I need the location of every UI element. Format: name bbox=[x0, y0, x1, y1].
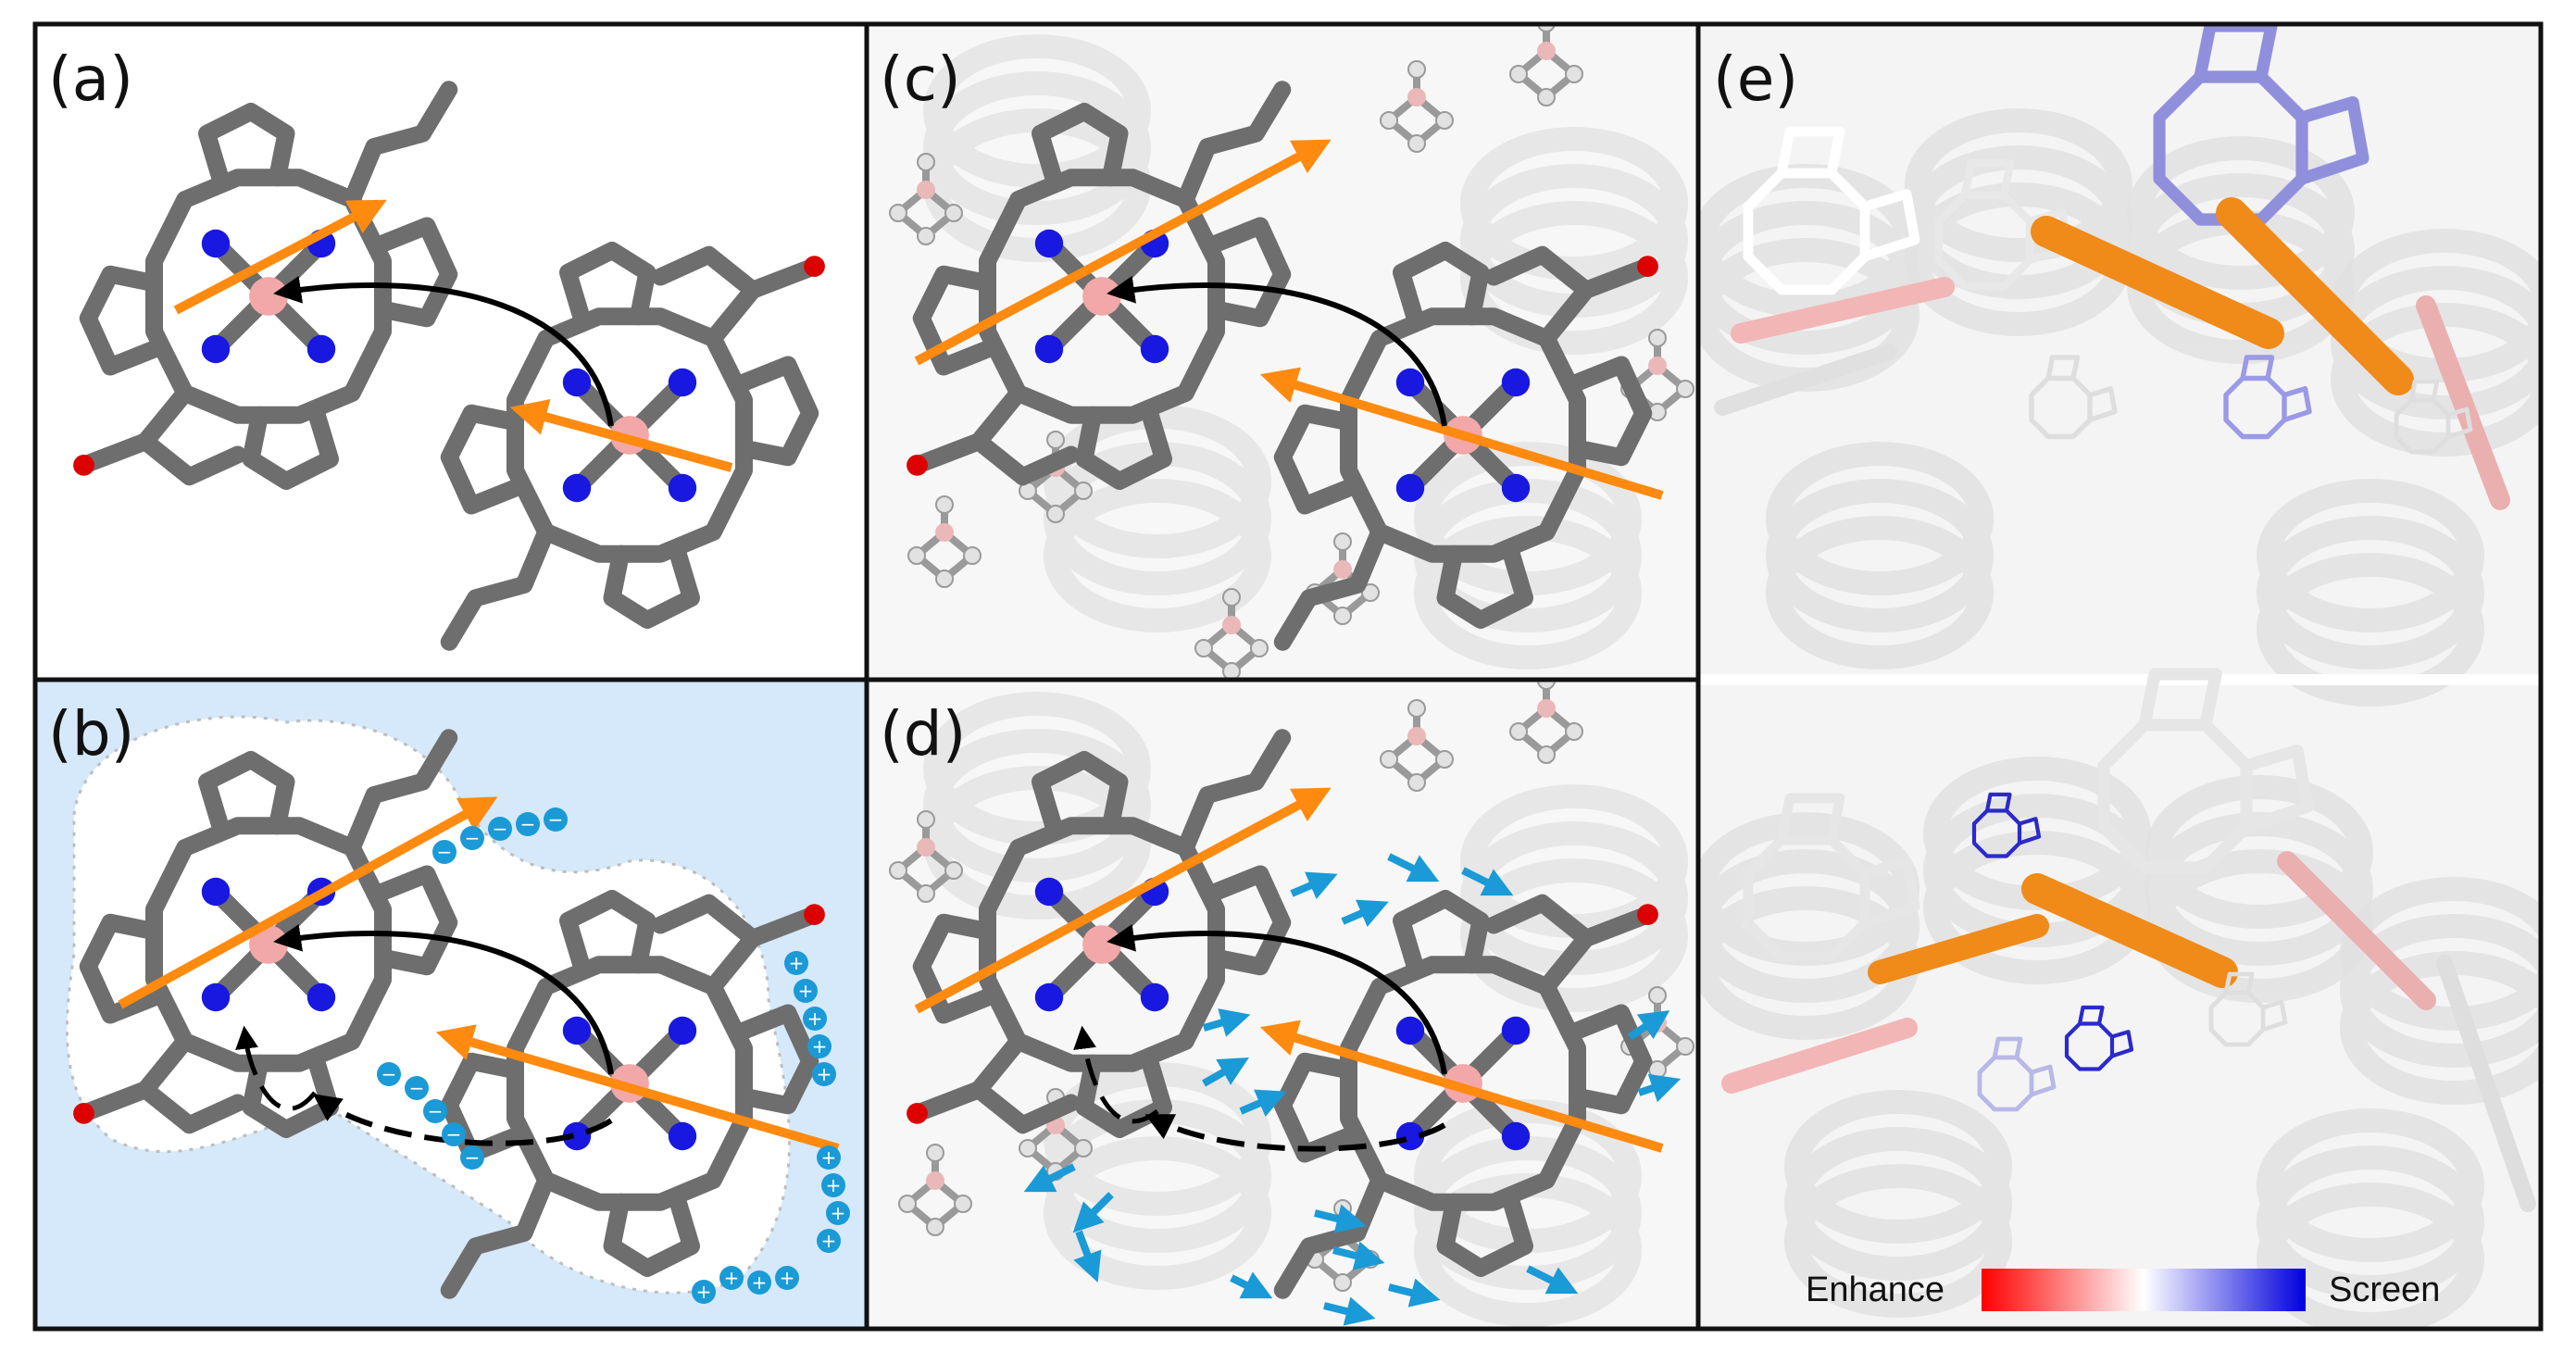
induced-dipole-arrow bbox=[1627, 1010, 1670, 1041]
panel-b: −−−−−−−−−−+++++++++++++ bbox=[35, 680, 867, 1329]
charge-sign: − bbox=[465, 827, 481, 849]
induced-dipole-arrow bbox=[1202, 1008, 1251, 1037]
charge-bead bbox=[488, 817, 512, 841]
charge-bead bbox=[747, 1270, 771, 1295]
induced-dipole-arrow bbox=[1072, 1192, 1114, 1233]
charge-sign: − bbox=[520, 813, 536, 835]
charge-sign: + bbox=[821, 1146, 837, 1169]
induced-dipole-arrow bbox=[1637, 1073, 1682, 1103]
induced-dipole-arrow bbox=[1341, 899, 1389, 928]
charge-sign: + bbox=[831, 1202, 846, 1224]
charge-sign: − bbox=[409, 1077, 425, 1099]
panel-a bbox=[35, 24, 867, 680]
induced-dipole-arrow bbox=[1023, 1163, 1076, 1193]
legend-gradient-bar bbox=[1982, 1269, 2306, 1311]
charge-bead bbox=[405, 1076, 429, 1100]
charge-bead bbox=[544, 807, 568, 832]
panel-label-c: (c) bbox=[880, 44, 961, 115]
charge-sign: − bbox=[381, 1063, 397, 1085]
induced-dipole-arrow bbox=[1230, 1271, 1273, 1299]
charge-sign: − bbox=[465, 1146, 481, 1169]
charge-bead bbox=[432, 840, 456, 864]
charge-sign: − bbox=[428, 1100, 444, 1122]
charge-bead bbox=[442, 1122, 466, 1146]
charge-sign: + bbox=[724, 1267, 740, 1289]
charge-bead bbox=[516, 812, 540, 836]
legend-enhance-label: Enhance bbox=[1806, 1270, 1945, 1309]
charge-sign: + bbox=[789, 952, 805, 974]
legend-screen-label: Screen bbox=[2329, 1270, 2440, 1309]
induced-dipole-arrow bbox=[1073, 1230, 1102, 1283]
charge-bead bbox=[817, 1145, 841, 1170]
charge-bead bbox=[821, 1173, 845, 1197]
charge-bead bbox=[826, 1201, 850, 1225]
charge-sign: − bbox=[493, 818, 508, 840]
charge-sign: + bbox=[817, 1063, 832, 1085]
induced-dipole-arrow bbox=[1323, 1296, 1376, 1326]
charge-sign: − bbox=[548, 808, 564, 831]
charge-sign: + bbox=[798, 980, 814, 1002]
charge-bead bbox=[817, 1229, 841, 1253]
induced-dipole-arrow bbox=[1526, 1265, 1579, 1295]
panel-label-e: (e) bbox=[1713, 44, 1798, 115]
charge-bead bbox=[377, 1062, 401, 1086]
charge-sign: + bbox=[826, 1174, 842, 1196]
charge-bead bbox=[692, 1280, 716, 1304]
charge-bead bbox=[460, 1145, 484, 1170]
panel-c bbox=[867, 24, 1698, 680]
panel-d bbox=[867, 680, 1698, 1329]
panel-label-b: (b) bbox=[48, 698, 134, 770]
charge-sign: − bbox=[446, 1123, 462, 1145]
induced-dipoles bbox=[1023, 853, 1682, 1326]
induced-dipole-arrow bbox=[1461, 867, 1514, 896]
charge-sign: + bbox=[807, 1007, 823, 1030]
charge-bead bbox=[719, 1266, 744, 1290]
charge-sign: + bbox=[780, 1267, 795, 1289]
charge-sign: + bbox=[696, 1281, 712, 1303]
induced-dipole-arrow bbox=[1332, 1241, 1385, 1270]
panel-label-d: (d) bbox=[880, 698, 966, 770]
induced-dipole-arrow bbox=[1290, 871, 1338, 900]
color-legend: Enhance Screen bbox=[1806, 1269, 2440, 1311]
charge-sign: + bbox=[752, 1271, 768, 1294]
induced-dipole-arrow bbox=[1388, 1278, 1441, 1308]
induced-dipole-arrow bbox=[1387, 853, 1440, 882]
charge-bead bbox=[803, 1007, 827, 1031]
charge-bead bbox=[812, 1062, 836, 1086]
charge-sign: + bbox=[812, 1035, 828, 1057]
charge-bead bbox=[784, 951, 808, 975]
charge-sign: + bbox=[821, 1230, 837, 1252]
induced-dipole-arrow bbox=[1202, 1057, 1249, 1087]
charge-bead bbox=[460, 826, 484, 850]
charge-bead bbox=[775, 1266, 799, 1290]
induced-dipole-arrow bbox=[1239, 1089, 1287, 1118]
induced-charges: −−−−−−−−−−+++++++++++++ bbox=[377, 807, 850, 1304]
charge-sign: − bbox=[437, 841, 453, 863]
panel-e: Enhance Screen bbox=[1698, 24, 2541, 1329]
induced-dipole-arrow bbox=[1314, 1204, 1367, 1233]
charge-bead bbox=[794, 979, 818, 1003]
charge-bead bbox=[807, 1034, 832, 1058]
panel-borders bbox=[32, 21, 2544, 1332]
charge-bead bbox=[423, 1099, 447, 1123]
panel-label-a: (a) bbox=[48, 44, 133, 115]
